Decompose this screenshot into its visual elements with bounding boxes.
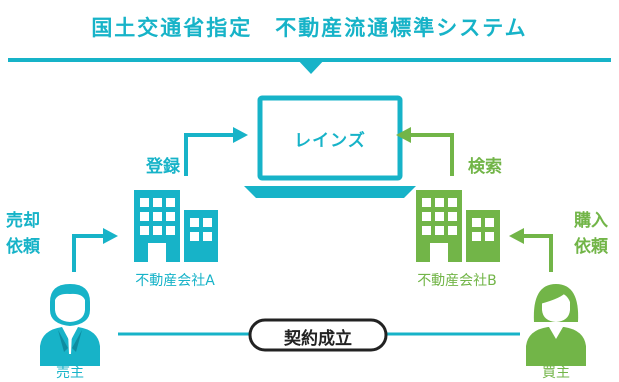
building-b-icon bbox=[416, 190, 500, 262]
sale-request-label-line2: 依頼 bbox=[6, 237, 40, 257]
search-label: 検索 bbox=[468, 157, 502, 177]
sale-request-label-line1: 売却 bbox=[6, 211, 40, 231]
company-a-label: 不動産会社A bbox=[135, 273, 215, 289]
header-divider bbox=[8, 58, 611, 74]
purchase-request-label-line2: 依頼 bbox=[574, 237, 608, 257]
purchase-request-arrow bbox=[509, 228, 553, 272]
search-arrow bbox=[396, 127, 454, 176]
company-b-label: 不動産会社B bbox=[417, 273, 497, 289]
purchase-request-label-line1: 購入 bbox=[574, 211, 608, 231]
register-label: 登録 bbox=[146, 157, 180, 177]
seller-label: 売主 bbox=[56, 365, 84, 381]
page-title: 国土交通省指定 不動産流通標準システム bbox=[91, 16, 528, 40]
buyer-person-icon bbox=[526, 284, 586, 366]
building-a-icon bbox=[134, 190, 218, 262]
contract-label: 契約成立 bbox=[284, 329, 352, 349]
seller-person-icon bbox=[40, 284, 100, 366]
buyer-label: 買主 bbox=[542, 365, 570, 381]
sale-request-arrow bbox=[72, 228, 118, 272]
register-arrow bbox=[184, 127, 248, 176]
reins-label: レインズ bbox=[294, 131, 366, 151]
laptop-icon bbox=[244, 95, 416, 198]
contract-pill bbox=[248, 318, 388, 352]
